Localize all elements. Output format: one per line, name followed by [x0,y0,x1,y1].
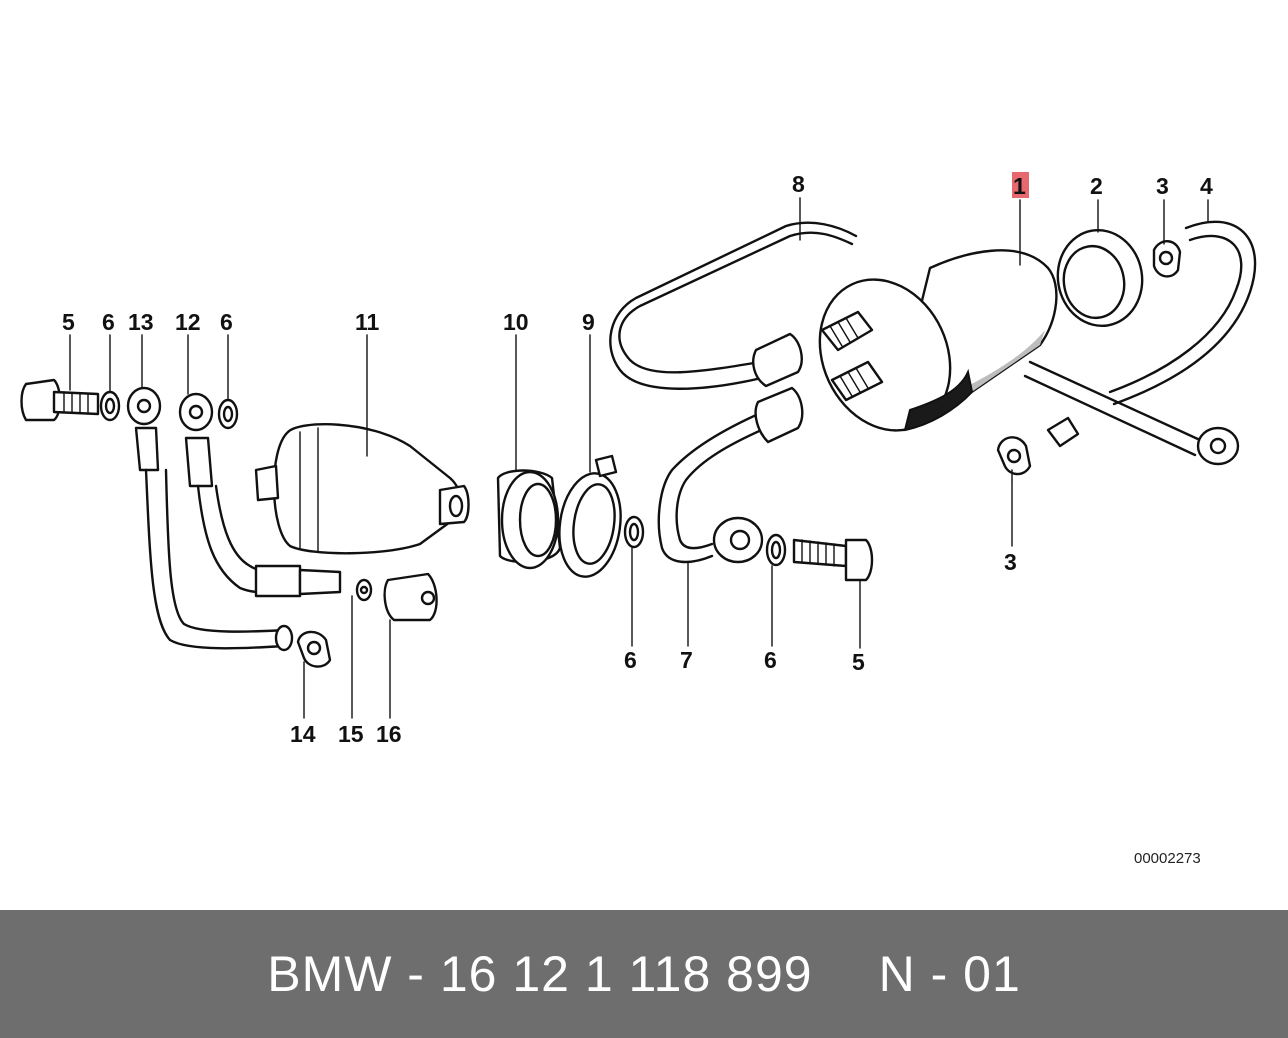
callout-labels: 1 2 3 4 8 5 6 13 12 6 11 10 9 3 6 7 6 5 … [62,171,1213,747]
callout-2: 2 [1090,173,1103,199]
part-6-washer-mid [623,515,645,549]
part-number-text: BMW - 16 12 1 118 899 [267,946,813,1002]
part-9-hose-clamp [558,454,622,578]
callout-10: 10 [503,309,529,335]
part-7-pipe [657,386,804,564]
callout-6: 6 [220,309,233,335]
diagram-reference-number: 00002273 [1134,850,1201,867]
callout-13: 13 [128,309,154,335]
part-10-rubber-ring [496,469,562,570]
fitting-lower [830,360,884,402]
callout-7: 7 [680,647,693,673]
fuel-hose-left [144,468,294,652]
bracket-strap [1023,360,1240,466]
part-5-bolt-right [792,538,874,582]
part-15-washer [355,578,373,602]
part-6-washer-left-a [99,390,121,422]
part-16-nut [383,572,438,622]
parts-diagram: 1 2 3 4 8 5 6 13 12 6 11 10 9 3 6 7 6 5 … [20,171,1257,867]
callout-9: 9 [582,309,595,335]
part-1-accumulator [752,249,1058,432]
part-6-washer-right [765,533,787,567]
callout-14: 14 [290,721,316,747]
highlight-box [1012,172,1029,198]
callout-15: 15 [338,721,364,747]
part-12-banjo [178,392,214,488]
leader-lines [69,197,1209,719]
part-2-ring [1056,228,1144,328]
part-3-clamp-top [1152,240,1182,278]
part-6-washer-left-b [217,398,239,430]
part-5-bolt-left [20,378,100,422]
callout-6: 6 [102,309,115,335]
callout-6: 6 [764,647,777,673]
part-4-hose [1046,220,1257,448]
diagram-code-text: N - 01 [878,946,1021,1002]
callout-3: 3 [1004,549,1017,575]
footer-bar: BMW - 16 12 1 118 899 N - 01 [0,910,1288,1038]
callout-16: 16 [376,721,402,747]
part-11-fuel-filter [254,423,470,555]
part-3-clamp-lower [996,436,1032,481]
part-14-clamp [296,630,332,668]
callout-11: 11 [355,309,380,335]
callout-12: 12 [175,309,201,335]
callout-5: 5 [852,649,865,675]
callout-6: 6 [624,647,637,673]
callout-1: 1 [1013,173,1026,199]
part-8-pipe-loop [609,221,858,390]
fitting-upper [820,310,874,352]
callout-5: 5 [62,309,75,335]
part-13-banjo [126,386,162,472]
fuel-hose-middle [196,484,342,598]
callout-8: 8 [792,171,805,197]
callout-4: 4 [1200,173,1213,199]
callout-3: 3 [1156,173,1169,199]
